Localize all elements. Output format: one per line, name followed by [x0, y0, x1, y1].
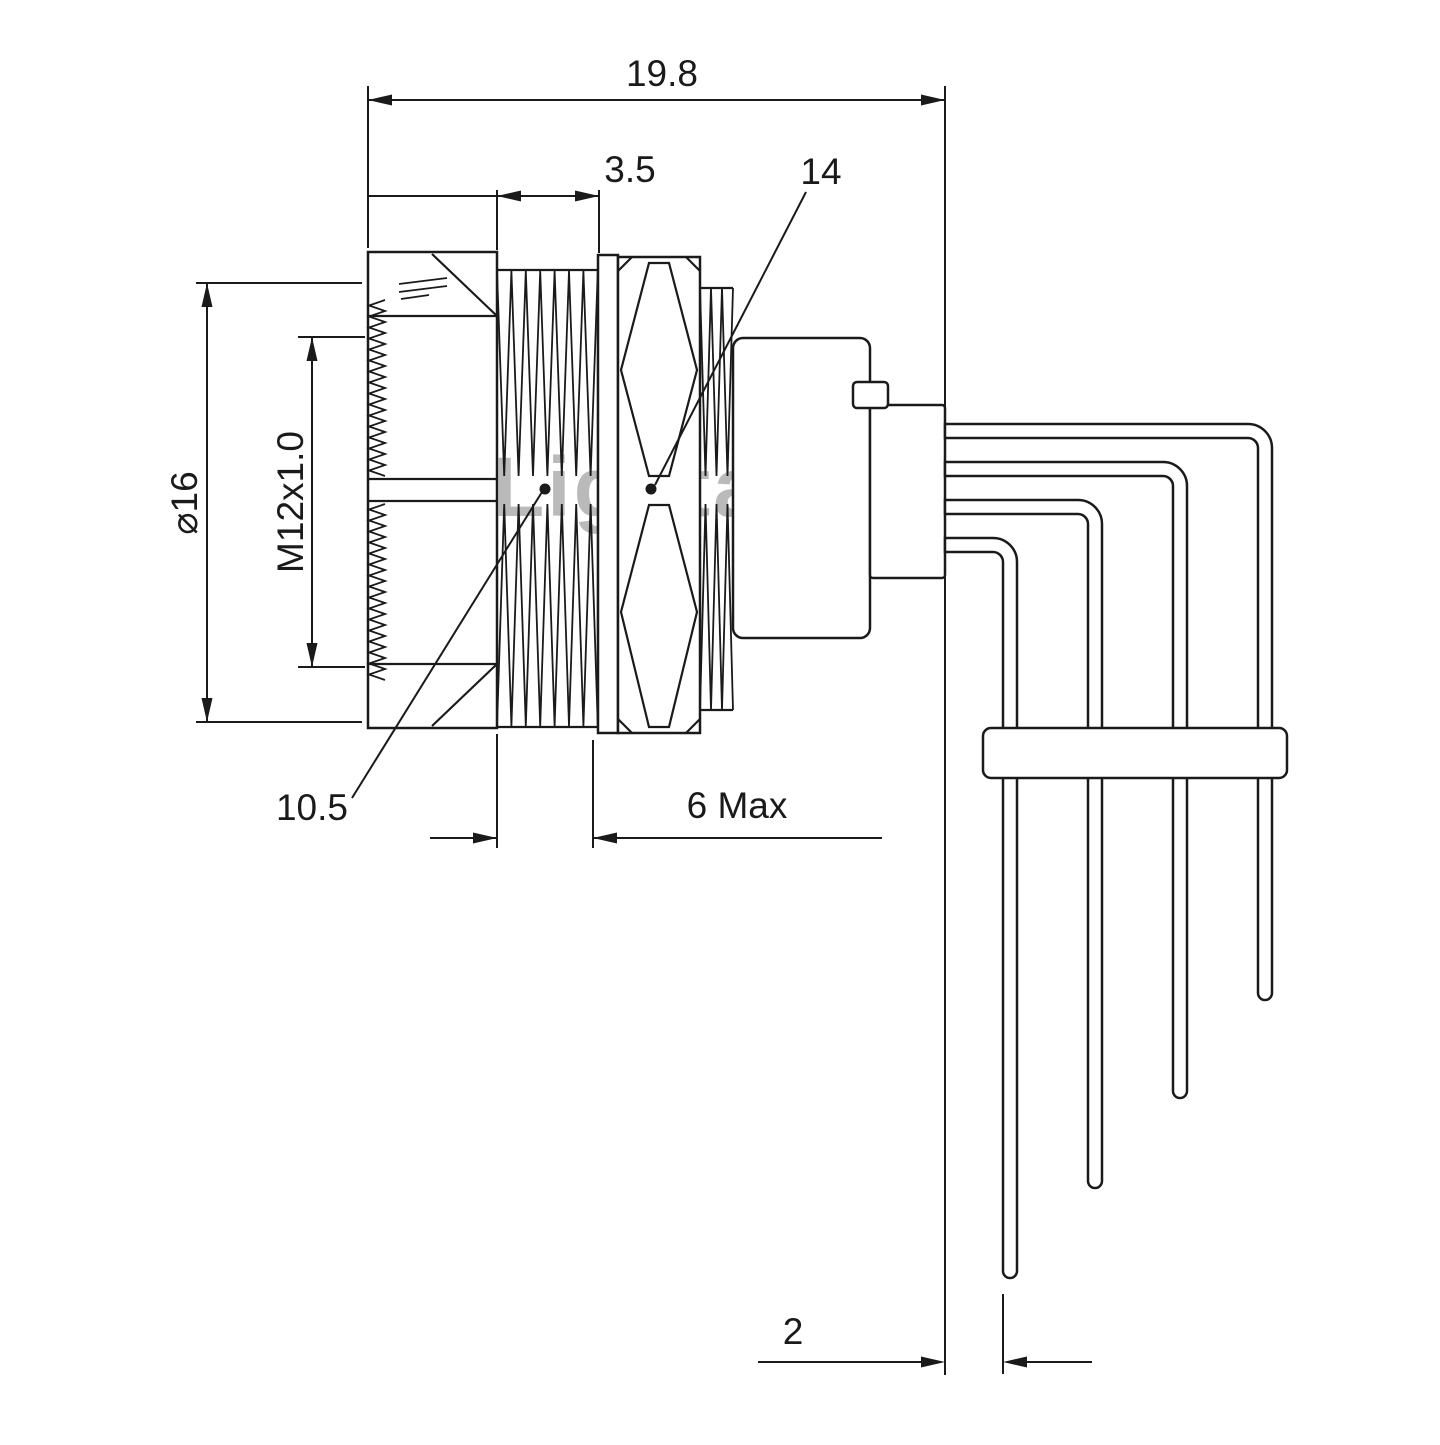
dim-panel-max: 6 Max	[430, 734, 882, 848]
dim-pin-offset-label: 2	[783, 1311, 804, 1352]
brand-mark	[398, 277, 448, 300]
dim-thread-spec: M12x1.0	[270, 336, 365, 668]
dim-exposed-thread: 3.5	[368, 149, 656, 253]
retainer-bar	[981, 726, 1289, 780]
pins	[943, 422, 1274, 1280]
dim-flange-diameter-label: ⌀16	[164, 471, 205, 534]
nut-chamfers	[617, 256, 701, 734]
dim-pin-offset: 2	[758, 1294, 1092, 1374]
pin-3	[943, 498, 1104, 1190]
dim-flange-diameter: ⌀16	[164, 282, 362, 723]
thread-teeth-upper	[496, 270, 599, 477]
pin-1	[943, 422, 1274, 1002]
dim-hex-width: 14	[645, 151, 842, 495]
dim-bore-label: 10.5	[276, 787, 348, 828]
key-tab	[851, 380, 890, 410]
washer	[596, 253, 620, 735]
knurl-hatch-lower	[366, 503, 388, 681]
hex-nut	[616, 255, 702, 735]
thread-teeth-lower	[496, 503, 599, 727]
dim-overall-length-label: 19.8	[626, 53, 698, 94]
knurl-hatch-upper	[366, 299, 388, 477]
dim-bore: 10.5	[276, 483, 551, 828]
dim-thread-spec-label: M12x1.0	[270, 431, 311, 573]
dim-panel-max-label: 6 Max	[687, 785, 788, 826]
nut-facet-upper	[619, 261, 699, 478]
connector-part	[366, 250, 1289, 1280]
nut-facet-lower	[619, 503, 699, 729]
rear-thread	[699, 286, 734, 712]
rear-body	[731, 336, 872, 640]
dim-overall-length: 19.8	[367, 53, 946, 1375]
front-flange	[366, 250, 499, 730]
pin-2	[943, 460, 1189, 1100]
pin-4	[943, 536, 1019, 1280]
dim-hex-width-label: 14	[800, 151, 841, 192]
rear-step	[868, 403, 947, 580]
dim-exposed-thread-label: 3.5	[604, 149, 655, 190]
